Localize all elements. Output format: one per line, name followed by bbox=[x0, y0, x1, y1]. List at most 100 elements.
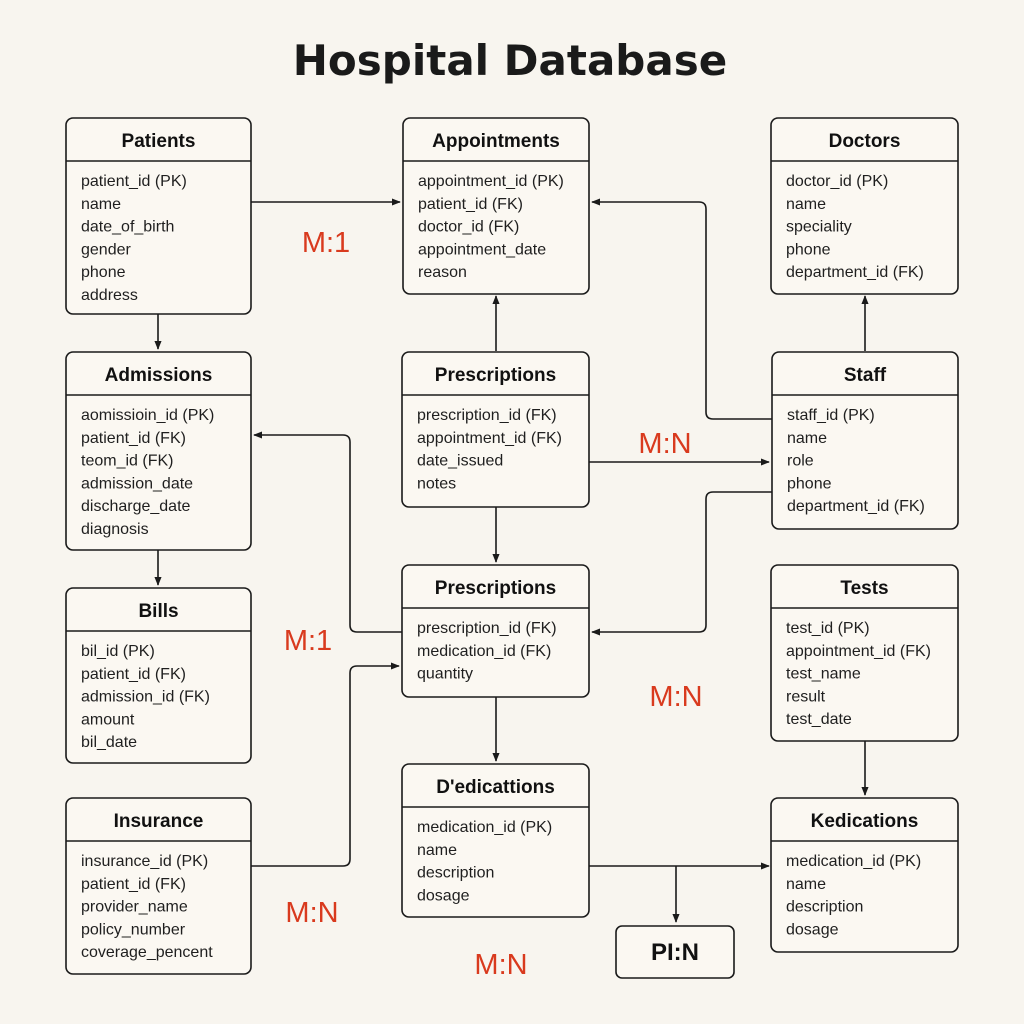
edge-insurance-prescriptions bbox=[251, 662, 400, 867]
cardinality-label: M:N bbox=[285, 897, 338, 929]
entity-attribute: dosage bbox=[417, 887, 470, 904]
entity-attribute: date_of_birth bbox=[81, 219, 174, 236]
entity-appointments: Appointments appointment_id (PK) patient_i… bbox=[402, 117, 590, 295]
entity-attribute: patient_id (FK) bbox=[81, 666, 186, 683]
entity-attribute: bil_date bbox=[81, 734, 137, 751]
entity-dedicattions: D'edicattions medication_id (PK) name descr… bbox=[401, 763, 590, 918]
entity-attribute: amount bbox=[81, 711, 135, 728]
entity-header: Insurance bbox=[114, 811, 204, 832]
entity-attribute: doctor_id (PK) bbox=[786, 173, 888, 190]
entity-box bbox=[65, 351, 252, 551]
entity-attribute: role bbox=[787, 453, 814, 470]
entity-attribute: notes bbox=[417, 475, 456, 492]
entity-tests: Tests test_id (PK) appointment_id (FK) test… bbox=[770, 564, 959, 742]
entity-attribute: test_name bbox=[786, 666, 861, 683]
entity-attribute: phone bbox=[787, 475, 832, 492]
entity-attribute: discharge_date bbox=[81, 498, 191, 515]
entity-box bbox=[401, 564, 590, 698]
entity-attribute: medication_id (PK) bbox=[786, 853, 921, 870]
entity-box bbox=[401, 763, 590, 918]
entity-attribute: phone bbox=[81, 264, 126, 281]
entity-doctors: Doctors doctor_id (PK) name speciality phone… bbox=[770, 117, 959, 295]
entity-box bbox=[771, 351, 959, 530]
entity-attribute: test_date bbox=[786, 711, 852, 728]
entity-header: Admissions bbox=[105, 365, 213, 386]
cardinality-label: M:N bbox=[474, 949, 527, 981]
entity-attribute: medication_id (FK) bbox=[417, 643, 551, 660]
entity-attribute: phone bbox=[786, 241, 831, 258]
entity-box bbox=[402, 117, 590, 295]
entity-attribute: speciality bbox=[786, 219, 852, 236]
pin-label-text: PI:N bbox=[651, 939, 699, 966]
entity-kedications: Kedications medication_id (PK) name descrip… bbox=[770, 797, 959, 953]
entity-staff: Staff staff_id (PK) name role phone departmen… bbox=[771, 351, 959, 530]
entity-attribute: teom_id (FK) bbox=[81, 453, 173, 470]
entity-prescriptions-2: Prescriptions prescription_id (FK) medicat… bbox=[401, 564, 590, 698]
entity-attribute: appointment_date bbox=[418, 241, 546, 258]
entity-header: Doctors bbox=[829, 131, 901, 152]
entity-attribute: prescription_id (FK) bbox=[417, 620, 557, 637]
edge-staff-appointments bbox=[591, 198, 772, 420]
entity-attribute: description bbox=[786, 899, 863, 916]
entity-attribute: name bbox=[786, 196, 826, 213]
entity-header: D'edicattions bbox=[436, 777, 555, 798]
entity-header: Patients bbox=[122, 131, 196, 152]
entity-prescriptions-1: Prescriptions prescription_id (FK) appoint… bbox=[401, 351, 590, 508]
entity-attribute: gender bbox=[81, 241, 131, 258]
entity-header: Prescriptions bbox=[435, 578, 556, 599]
entity-attribute: medication_id (PK) bbox=[417, 819, 552, 836]
entity-attribute: provider_name bbox=[81, 899, 188, 916]
diagram-title: Hospital Database bbox=[293, 36, 727, 85]
entity-box bbox=[65, 587, 252, 764]
entity-attribute: policy_number bbox=[81, 921, 186, 938]
entity-attribute: coverage_pencent bbox=[81, 944, 213, 961]
entity-header: Bills bbox=[138, 601, 178, 622]
cardinality-label: M:N bbox=[649, 681, 702, 713]
entity-attribute: name bbox=[786, 876, 826, 893]
entity-attribute: appointment_id (FK) bbox=[786, 643, 931, 660]
entity-box bbox=[65, 117, 252, 315]
cardinality-label: M:1 bbox=[302, 227, 350, 259]
entity-attribute: address bbox=[81, 287, 138, 304]
entity-attribute: department_id (FK) bbox=[787, 498, 925, 515]
entity-box bbox=[770, 117, 959, 295]
entity-attribute: department_id (FK) bbox=[786, 264, 924, 281]
relationship-connectors bbox=[154, 198, 869, 923]
entity-attribute: description bbox=[417, 865, 494, 882]
entity-header: Appointments bbox=[432, 131, 560, 152]
entity-attribute: prescription_id (FK) bbox=[417, 407, 557, 424]
entity-header: Prescriptions bbox=[435, 365, 556, 386]
entity-header: Kedications bbox=[811, 811, 919, 832]
entity-attribute: insurance_id (PK) bbox=[81, 853, 208, 870]
entity-attribute: result bbox=[786, 688, 826, 705]
entity-attribute: patient_id (FK) bbox=[81, 876, 186, 893]
entity-attribute: reason bbox=[418, 264, 467, 281]
entity-attribute: test_id (PK) bbox=[786, 620, 870, 637]
cardinality-label: M:N bbox=[638, 428, 691, 460]
cardinality-label: M:1 bbox=[284, 625, 332, 657]
entity-attribute: name bbox=[787, 430, 827, 447]
edge-prescriptions-admissions bbox=[253, 431, 402, 633]
entity-attribute: patient_id (FK) bbox=[81, 430, 186, 447]
entity-header: Staff bbox=[844, 365, 887, 386]
entity-attribute: date_issued bbox=[417, 453, 503, 470]
entity-attribute: patient_id (FK) bbox=[418, 196, 523, 213]
entity-attribute: appointment_id (FK) bbox=[417, 430, 562, 447]
entity-attribute: appointment_id (PK) bbox=[418, 173, 564, 190]
entity-box bbox=[65, 797, 252, 975]
entity-attribute: admission_id (FK) bbox=[81, 689, 210, 706]
entity-attribute: staff_id (PK) bbox=[787, 407, 875, 424]
entity-box bbox=[401, 351, 590, 508]
entity-header: Tests bbox=[840, 578, 888, 599]
entity-attribute: bil_id (PK) bbox=[81, 643, 155, 660]
entity-insurance: Insurance insurance_id (PK) patient_id (FK… bbox=[65, 797, 252, 975]
entity-attribute: dosage bbox=[786, 921, 839, 938]
entity-attribute: name bbox=[81, 196, 121, 213]
entity-box bbox=[770, 564, 959, 742]
pin-label-box: PI:N bbox=[615, 925, 735, 979]
entity-attribute: name bbox=[417, 842, 457, 859]
entity-box bbox=[770, 797, 959, 953]
